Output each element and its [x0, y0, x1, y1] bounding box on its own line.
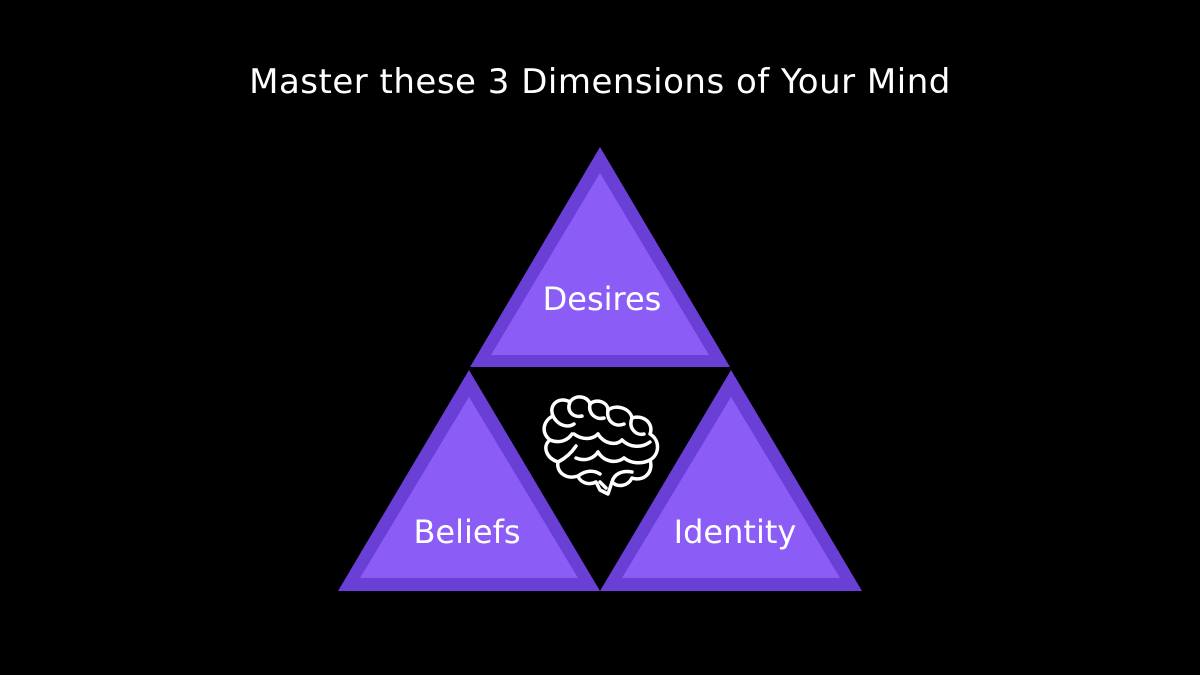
triangle-beliefs-label: Beliefs	[413, 513, 520, 551]
triangle-beliefs-fill	[360, 397, 578, 578]
triangle-desires-label: Desires	[543, 280, 662, 318]
triangle-identity-label: Identity	[674, 513, 797, 551]
triangle-identity-fill	[622, 397, 840, 578]
triangle-desires-fill	[491, 173, 709, 355]
brain-icon	[542, 395, 660, 496]
triangle-desires: Desires	[470, 147, 730, 367]
triangle-identity: Identity	[600, 370, 862, 591]
page-title: Master these 3 Dimensions of Your Mind	[249, 62, 951, 102]
triangle-beliefs: Beliefs	[338, 370, 600, 591]
